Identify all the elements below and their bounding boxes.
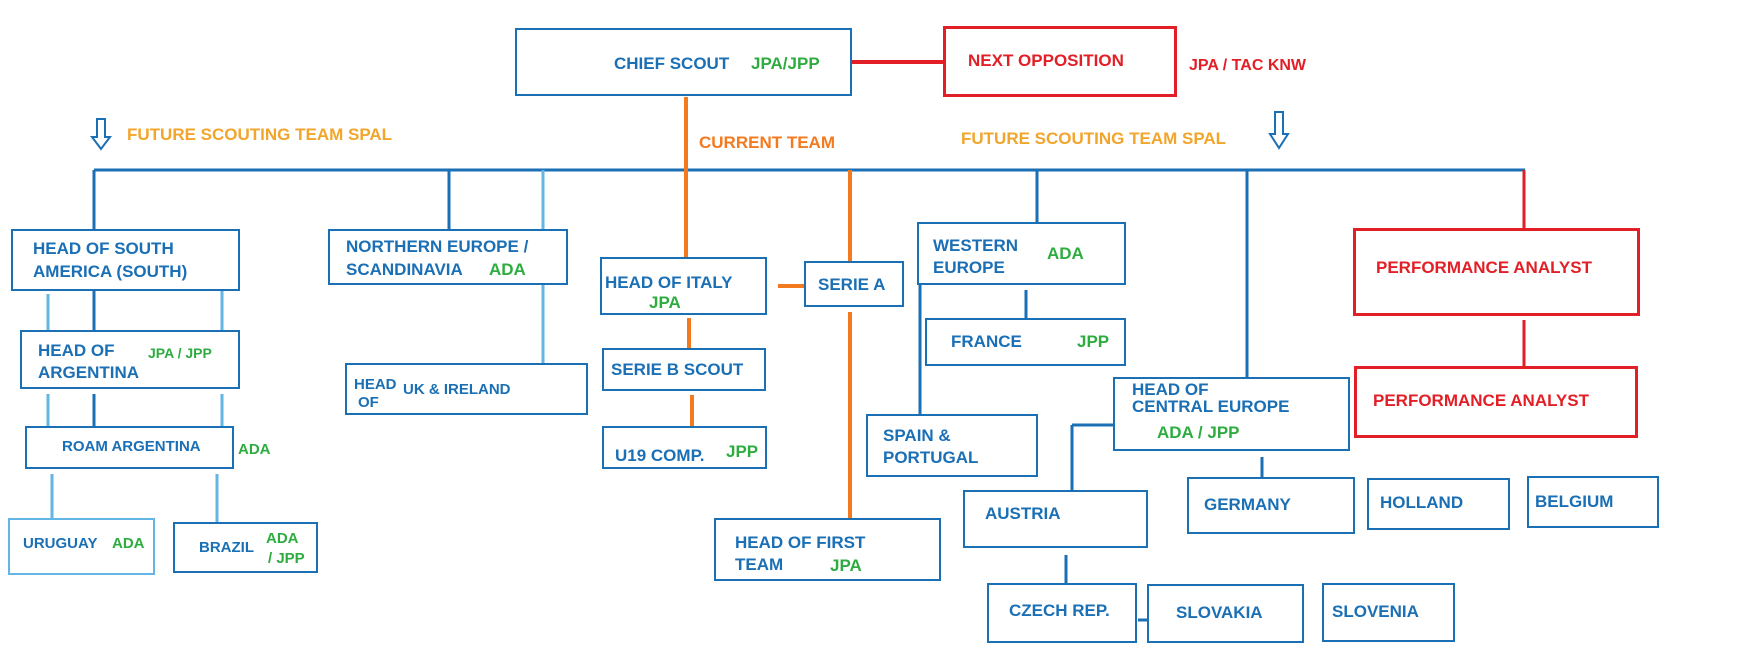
- france-label: FRANCE: [951, 332, 1022, 351]
- head-of-south-america-box: [11, 229, 240, 291]
- slovenia-label: SLOVENIA: [1332, 602, 1419, 621]
- next-opposition-box: [943, 26, 1177, 97]
- current-team-label: CURRENT TEAM: [699, 133, 835, 152]
- head-of-italy-box: [600, 257, 767, 315]
- chief-scout-tag: JPA/JPP: [751, 54, 820, 73]
- holland-box: [1367, 478, 1510, 530]
- slovakia-box: [1147, 584, 1304, 643]
- performance-analyst-box-1: [1353, 228, 1640, 316]
- future-scouting-left-label: FUTURE SCOUTING TEAM SPAL: [127, 125, 393, 144]
- uruguay-label: URUGUAY: [23, 535, 98, 552]
- central-europe-line1: HEAD OF: [1132, 380, 1209, 399]
- belgium-box: [1527, 476, 1659, 528]
- france-box: [925, 318, 1126, 366]
- western-europe-tag: ADA: [1047, 244, 1084, 263]
- first-team-line2: TEAM: [735, 555, 784, 574]
- argentina-line1: HEAD OF: [38, 341, 115, 360]
- uruguay-tag: ADA: [112, 535, 145, 552]
- brazil-label: BRAZIL: [199, 539, 254, 556]
- serie-a-box: [804, 261, 904, 307]
- central-europe-tag: ADA / JPP: [1157, 423, 1240, 442]
- france-tag: JPP: [1077, 332, 1110, 351]
- czech-rep-label: CZECH REP.: [1009, 601, 1110, 620]
- western-europe-line1: WESTERN: [933, 236, 1018, 255]
- chief-scout-label: CHIEF SCOUT: [614, 54, 730, 73]
- u19-comp-tag: JPP: [726, 442, 759, 461]
- slovakia-label: SLOVAKIA: [1176, 603, 1263, 622]
- northern-europe-line2: SCANDINAVIA: [346, 260, 463, 279]
- serie-b-scout-box: [602, 348, 766, 391]
- belgium-label: BELGIUM: [1535, 492, 1614, 511]
- head-of-italy-label: HEAD OF ITALY: [605, 273, 733, 292]
- next-opposition-label: NEXT OPPOSITION: [968, 51, 1124, 70]
- south-america-line2: AMERICA (SOUTH): [33, 262, 188, 281]
- south-america-line1: HEAD OF SOUTH: [33, 239, 174, 258]
- uk-ireland-head-2: OF: [358, 394, 379, 411]
- roam-argentina-box: [25, 426, 234, 469]
- down-arrow-icon: [90, 118, 112, 151]
- performance-analyst-box-2: [1354, 366, 1638, 438]
- argentina-line2: ARGENTINA: [38, 363, 140, 382]
- germany-box: [1187, 477, 1355, 534]
- first-team-tag: JPA: [830, 556, 862, 575]
- brazil-box: [173, 522, 318, 573]
- brazil-tag-2: / JPP: [268, 550, 305, 567]
- performance-analyst-label-2: PERFORMANCE ANALYST: [1373, 391, 1589, 410]
- germany-label: GERMANY: [1204, 495, 1291, 514]
- spain-portugal-box: [866, 414, 1038, 477]
- next-opposition-tag: JPA / TAC KNW: [1189, 57, 1307, 74]
- u19-comp-label: U19 COMP.: [615, 446, 705, 465]
- serie-b-scout-label: SERIE B SCOUT: [611, 360, 744, 379]
- spain-portugal-line1: SPAIN &: [883, 426, 951, 445]
- performance-analyst-label-1: PERFORMANCE ANALYST: [1376, 258, 1592, 277]
- uk-ireland-box: [345, 363, 588, 415]
- uk-ireland-label: UK & IRELAND: [403, 381, 511, 398]
- down-arrow-icon: [1268, 111, 1290, 150]
- chief-scout-box: [515, 28, 852, 96]
- roam-argentina-tag: ADA: [238, 441, 271, 458]
- central-europe-line2: CENTRAL EUROPE: [1132, 397, 1290, 416]
- austria-box: [963, 490, 1148, 548]
- first-team-line1: HEAD OF FIRST: [735, 533, 866, 552]
- serie-a-label: SERIE A: [818, 275, 886, 294]
- head-of-first-team-box: [714, 518, 941, 581]
- northern-europe-line1: NORTHERN EUROPE /: [346, 237, 529, 256]
- u19-comp-box: [602, 426, 767, 469]
- future-scouting-right-label: FUTURE SCOUTING TEAM SPAL: [961, 129, 1227, 148]
- brazil-tag-1: ADA: [266, 530, 299, 547]
- uk-ireland-head-1: HEAD: [354, 376, 397, 393]
- western-europe-box: [917, 222, 1126, 285]
- czech-rep-box: [987, 583, 1137, 643]
- western-europe-line2: EUROPE: [933, 258, 1005, 277]
- roam-argentina-label: ROAM ARGENTINA: [62, 438, 201, 455]
- austria-label: AUSTRIA: [985, 504, 1061, 523]
- head-of-italy-tag: JPA: [649, 293, 681, 312]
- holland-label: HOLLAND: [1380, 493, 1464, 512]
- northern-europe-tag: ADA: [489, 260, 526, 279]
- slovenia-box: [1322, 583, 1455, 642]
- argentina-tag: JPA / JPP: [148, 345, 212, 361]
- spain-portugal-line2: PORTUGAL: [883, 448, 979, 467]
- head-of-argentina-box: [20, 330, 240, 389]
- head-of-central-europe-box: [1113, 377, 1350, 451]
- uruguay-box: [8, 518, 155, 575]
- northern-europe-box: [328, 229, 568, 285]
